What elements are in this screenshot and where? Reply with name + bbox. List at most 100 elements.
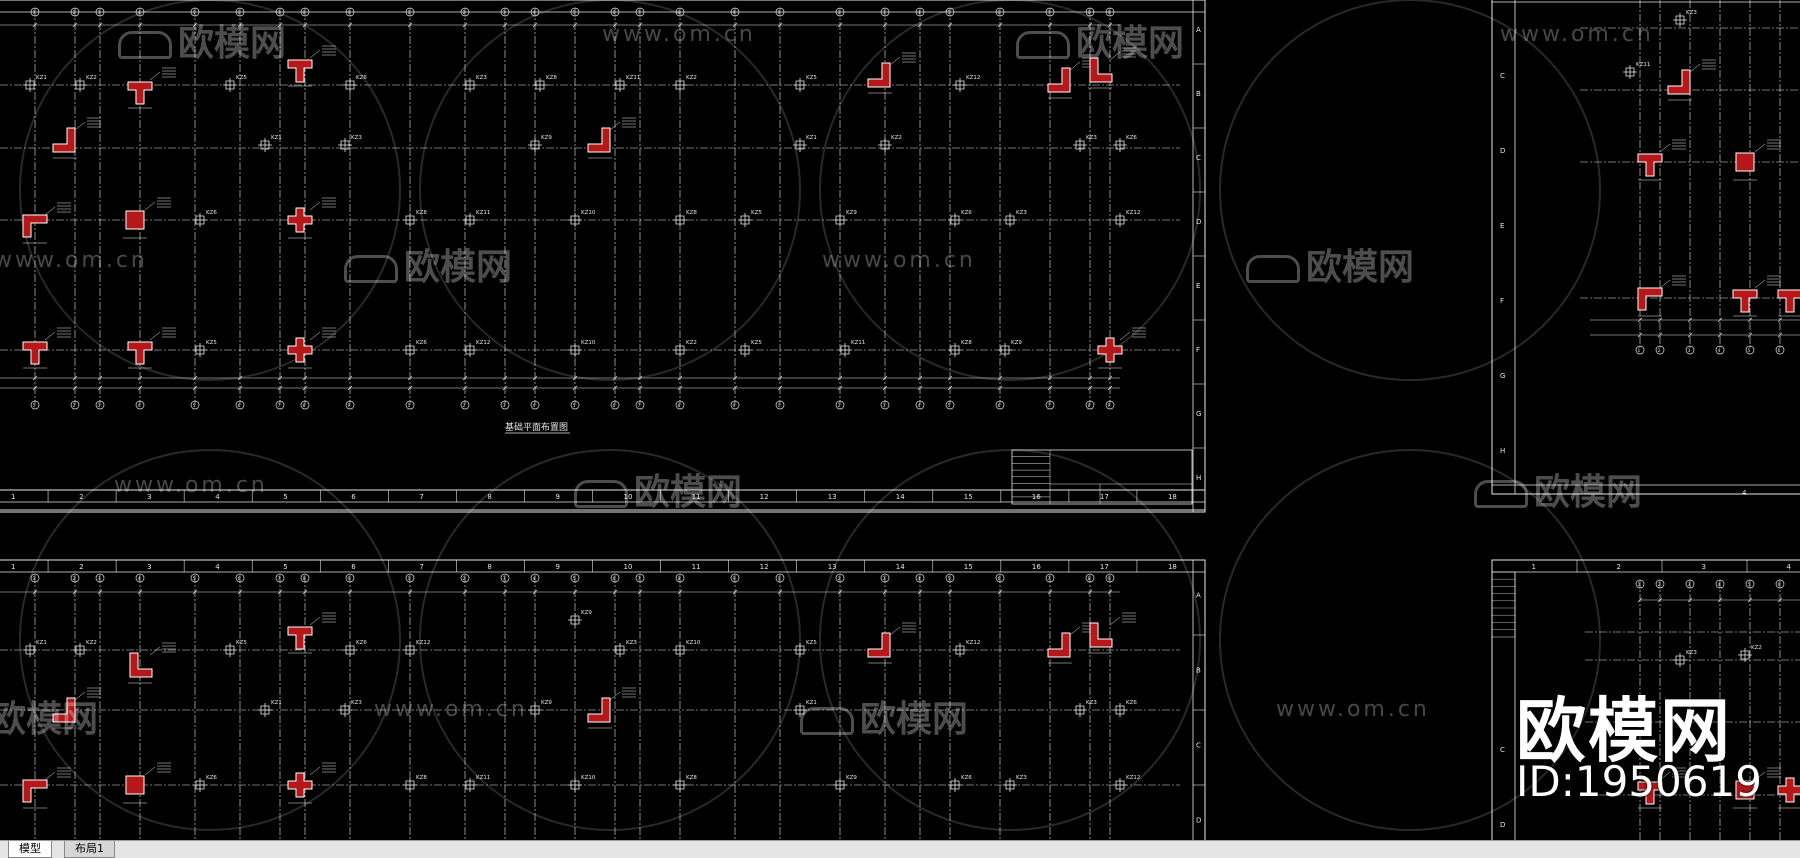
column-section — [1047, 632, 1071, 658]
column-small — [568, 213, 582, 227]
column-label: KZ6 — [961, 775, 972, 781]
axis-bubble-label: 9 — [733, 403, 736, 409]
column-small — [1113, 703, 1127, 717]
dimension-tick — [237, 375, 243, 381]
axis-bubble-label: 5 — [1748, 582, 1751, 588]
axis-bubble — [880, 7, 890, 17]
column-label: KZ10 — [581, 775, 596, 781]
frame-column-label: 3 — [147, 493, 151, 501]
dimension-tick — [97, 589, 103, 595]
dimension-tick — [502, 385, 508, 391]
dimension-tick — [677, 375, 683, 381]
leader-line — [44, 331, 56, 341]
dimension-tick — [1747, 317, 1753, 323]
dimension-tick — [1747, 332, 1753, 338]
watermark-site: www.om.cn — [602, 22, 756, 47]
axis-bubble — [300, 573, 310, 583]
dimension-tick — [137, 22, 143, 28]
leader-line — [309, 616, 321, 626]
axis-bubble — [95, 7, 105, 17]
dimension-tick — [677, 385, 683, 391]
axis-bubble-label: 2 — [838, 576, 841, 582]
column-small — [463, 778, 477, 792]
column-small — [193, 213, 207, 227]
column-small — [673, 78, 687, 92]
axis-bubble — [880, 400, 890, 410]
axis-bubble-label: 8 — [1088, 10, 1091, 16]
frame-row-label: D — [1500, 147, 1505, 155]
dimension-tick — [1687, 597, 1693, 603]
axis-bubble — [135, 573, 145, 583]
column-label: KZ6 — [206, 210, 217, 216]
axis-bubble — [915, 400, 925, 410]
dimension-tick — [1717, 597, 1723, 603]
column-label: KZ1 — [806, 135, 817, 141]
leader-line — [1754, 143, 1766, 153]
dimension-tick — [777, 589, 783, 595]
axis-bubble-label: 6 — [1778, 348, 1781, 354]
tab-model[interactable]: 模型 — [8, 841, 52, 858]
column-label: KZ8 — [686, 775, 697, 781]
column-small — [258, 138, 272, 152]
dimension-tick — [1777, 332, 1783, 338]
axis-bubble — [345, 7, 355, 17]
sheet-frame-top-right — [1491, 0, 1800, 495]
axis-bubble — [530, 7, 540, 17]
watermark-arc — [1219, 449, 1601, 831]
axis-bubble-label: 1 — [778, 10, 781, 16]
axis-bubble-label: 9 — [1108, 10, 1111, 16]
frame-column-label: 4 — [215, 563, 220, 571]
axis-bubble-label: 3 — [503, 576, 506, 582]
frame-column-label: 4 — [215, 493, 220, 501]
axis-bubble-label: 4 — [1718, 582, 1721, 588]
leader-line — [44, 771, 56, 781]
frame-column-label: 13 — [828, 563, 837, 571]
column-small — [73, 643, 87, 657]
column-label: KZ12 — [966, 640, 980, 646]
axis-bubble — [500, 573, 510, 583]
column-small — [953, 643, 967, 657]
axis-bubble-label: 9 — [348, 576, 351, 582]
column-section — [867, 632, 891, 658]
axis-bubble-label: 5 — [193, 576, 196, 582]
axis-bubble — [610, 400, 620, 410]
frame-row-label: F — [1500, 297, 1504, 305]
column-small — [953, 78, 967, 92]
column-label: KZ5 — [806, 75, 817, 81]
dimension-tick — [917, 385, 923, 391]
axis-bubble-label: 3 — [1688, 582, 1691, 588]
column-small — [793, 78, 807, 92]
dimension-tick — [407, 375, 413, 381]
tab-layout1[interactable]: 布局1 — [64, 841, 115, 858]
frame-column-label: 13 — [828, 493, 837, 501]
dimension-tick — [532, 385, 538, 391]
axis-bubble — [190, 573, 200, 583]
column-section — [127, 341, 153, 365]
leader-line — [144, 201, 156, 211]
column-small — [338, 703, 352, 717]
axis-bubble — [190, 400, 200, 410]
axis-bubble — [30, 400, 40, 410]
dimension-tick — [1107, 375, 1113, 381]
watermark-arc — [819, 449, 1201, 831]
axis-bubble — [1085, 573, 1095, 583]
leader-line — [309, 49, 321, 59]
axis-bubble-label: 4 — [138, 576, 141, 582]
dimension-tick — [777, 375, 783, 381]
axis-bubble-label: 1 — [1638, 582, 1641, 588]
column-small — [343, 78, 357, 92]
dimension-tick — [677, 22, 683, 28]
column-section — [22, 214, 48, 238]
column-label: KZ11 — [851, 340, 865, 346]
watermark-arc — [419, 449, 801, 831]
axis-bubble-label: 3 — [98, 10, 101, 16]
column-small — [568, 778, 582, 792]
axis-bubble-label: 4 — [918, 403, 921, 409]
column-small — [403, 643, 417, 657]
leader-line — [1069, 626, 1081, 636]
leader-line — [44, 206, 56, 216]
dimension-tick — [1637, 332, 1643, 338]
column-small — [793, 138, 807, 152]
